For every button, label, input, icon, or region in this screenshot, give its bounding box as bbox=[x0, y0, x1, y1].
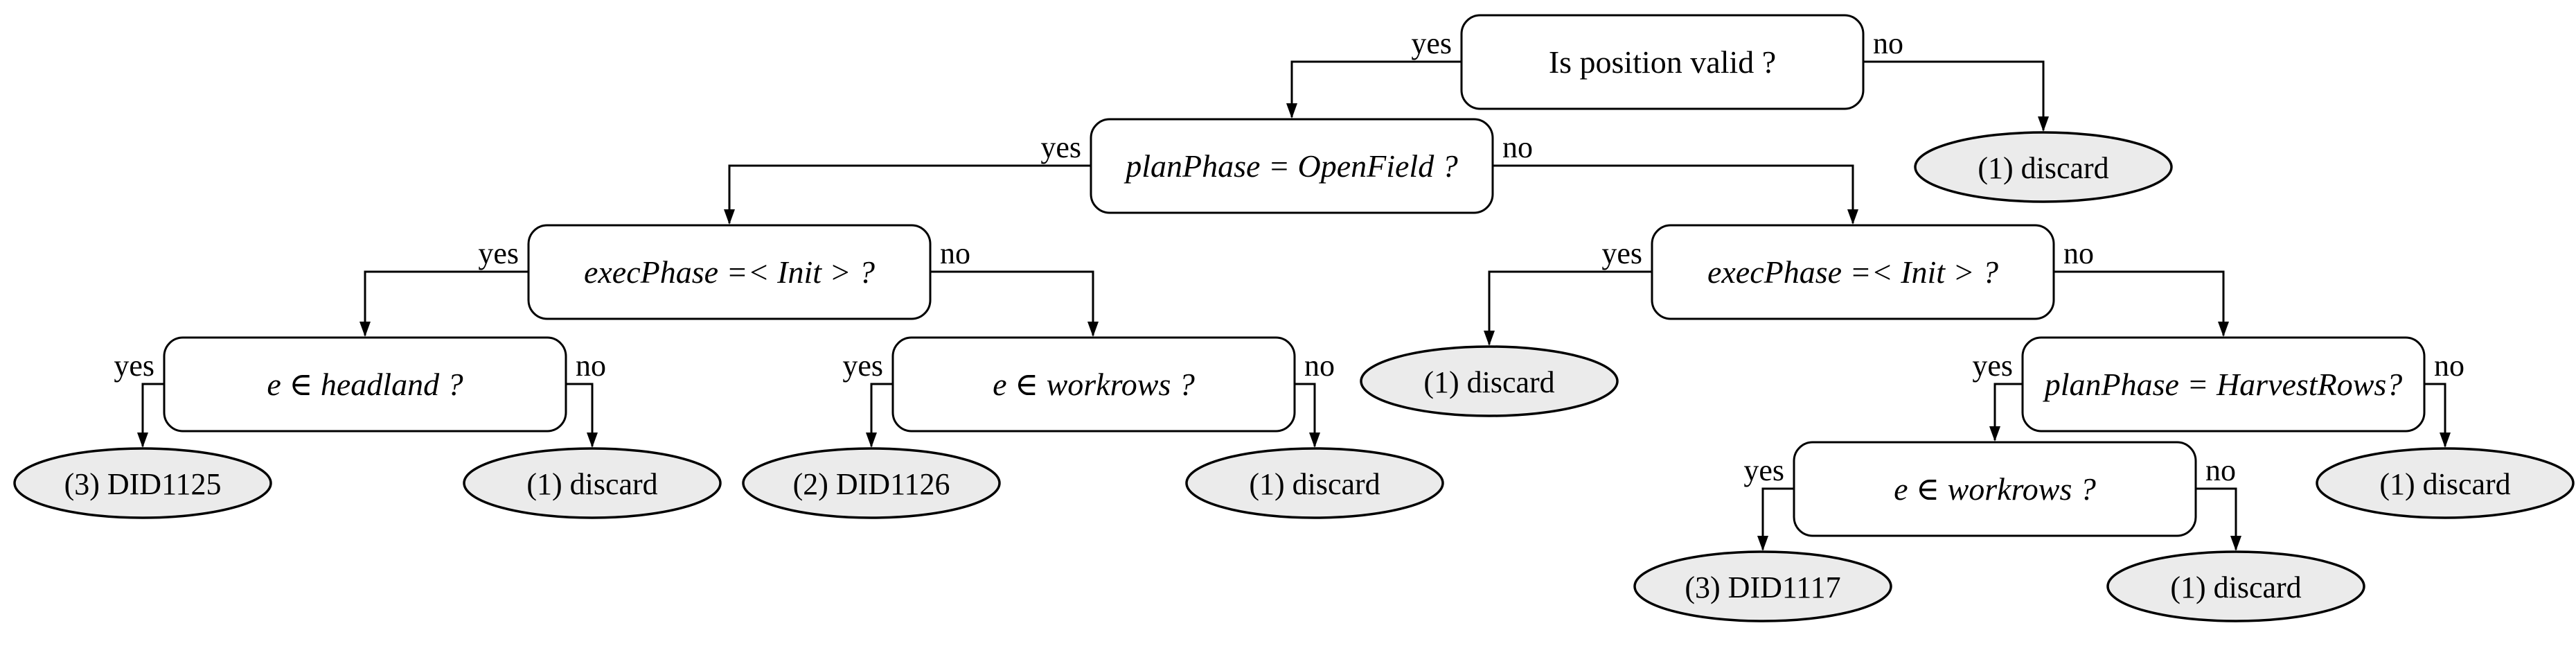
leaf-ellipse bbox=[1360, 345, 1619, 417]
edge-root-yes bbox=[1286, 60, 1462, 119]
node-workrows-left: e ∈ workrows ? bbox=[891, 336, 1296, 433]
decision-label: e ∈ workrows ? bbox=[993, 367, 1195, 402]
edge-workrowsright-no bbox=[2196, 487, 2241, 551]
leaf-ellipse bbox=[1914, 131, 2173, 203]
leaf-label: (3) DID1125 bbox=[64, 467, 222, 501]
edge-root-no bbox=[1863, 60, 2049, 132]
edge-openfield-no bbox=[1493, 164, 1858, 225]
decision-box bbox=[163, 336, 567, 433]
decision-box bbox=[1460, 14, 1865, 110]
node-workrows-right: e ∈ workrows ? bbox=[1793, 441, 2197, 537]
node-exec-init-right: execPhase =< Init > ? bbox=[1651, 224, 2055, 320]
decision-label: planPhase = HarvestRows? bbox=[2043, 367, 2403, 402]
leaf-ellipse bbox=[742, 447, 1001, 519]
edge-label-no: no bbox=[1502, 130, 1533, 164]
leaf-label: (1) discard bbox=[2170, 570, 2301, 604]
leaf-ellipse bbox=[2316, 447, 2575, 519]
leaf-ellipse bbox=[13, 447, 272, 519]
leaf-ellipse bbox=[1185, 447, 1444, 519]
decision-label: e ∈ workrows ? bbox=[1894, 471, 2096, 507]
leaf-did1117: (3) DID1117 bbox=[1633, 550, 1892, 622]
node-headland: e ∈ headland ? bbox=[163, 336, 567, 433]
decision-box bbox=[2021, 336, 2426, 433]
edge-execleft-no bbox=[930, 270, 1099, 337]
leaf-label: (1) discard bbox=[1249, 467, 1380, 501]
decision-label: e ∈ headland ? bbox=[267, 367, 463, 402]
decision-box bbox=[1651, 224, 2055, 320]
edge-label-yes: yes bbox=[114, 349, 154, 383]
leaf-ellipse bbox=[2106, 550, 2365, 622]
leaf-label: (3) DID1117 bbox=[1685, 570, 1840, 604]
node-root: Is position valid ? bbox=[1460, 14, 1865, 110]
decision-label: execPhase =< Init > ? bbox=[1707, 254, 1998, 290]
edge-headland-no bbox=[566, 383, 598, 448]
node-plan-harvest-rows: planPhase = HarvestRows? bbox=[2021, 336, 2426, 433]
leaf-label: (1) discard bbox=[1978, 151, 2108, 185]
node-plan-open-field: planPhase = OpenField ? bbox=[1090, 118, 1494, 214]
edge-label-no: no bbox=[1873, 26, 1903, 60]
leaf-discard-workrows-right-no: (1) discard bbox=[2106, 550, 2365, 622]
edge-harvest-yes bbox=[1989, 383, 2023, 442]
edge-label-no: no bbox=[940, 236, 970, 270]
edge-execright-no bbox=[2054, 270, 2229, 337]
leaf-discard-headland-no: (1) discard bbox=[463, 447, 722, 519]
edge-label-yes: yes bbox=[842, 349, 883, 383]
leaf-discard-root-no: (1) discard bbox=[1914, 131, 2173, 203]
node-exec-init-left: execPhase =< Init > ? bbox=[527, 224, 932, 320]
decision-label: planPhase = OpenField ? bbox=[1123, 148, 1457, 184]
leaf-did1125: (3) DID1125 bbox=[13, 447, 272, 519]
edge-execright-yes bbox=[1484, 270, 1652, 346]
edge-label-yes: yes bbox=[1743, 453, 1784, 487]
edge-workrowsleft-yes bbox=[866, 383, 893, 448]
edge-harvest-no bbox=[2424, 383, 2451, 448]
decision-box bbox=[891, 336, 1296, 433]
edge-label-no: no bbox=[1304, 349, 1335, 383]
edge-label-yes: yes bbox=[1601, 236, 1642, 270]
leaf-label: (1) discard bbox=[1423, 365, 1554, 399]
leaf-label: (1) discard bbox=[526, 467, 657, 501]
decision-box bbox=[1793, 441, 2197, 537]
edges: yes no yes no yes no yes no yes no yes bbox=[114, 26, 2464, 551]
edge-label-no: no bbox=[2434, 349, 2464, 383]
edge-workrowsleft-no bbox=[1295, 383, 1320, 448]
leaf-discard-harvest-no: (1) discard bbox=[2316, 447, 2575, 519]
leaf-ellipse bbox=[463, 447, 722, 519]
decision-box bbox=[1090, 118, 1494, 214]
edge-label-yes: yes bbox=[478, 236, 519, 270]
edge-label-yes: yes bbox=[1411, 26, 1452, 60]
edge-label-yes: yes bbox=[1040, 130, 1081, 164]
edge-label-no: no bbox=[2063, 236, 2094, 270]
leaf-discard-workrows-left-no: (1) discard bbox=[1185, 447, 1444, 519]
leaf-discard-exec-right-yes: (1) discard bbox=[1360, 345, 1619, 417]
leaf-did1126: (2) DID1126 bbox=[742, 447, 1001, 519]
edge-execleft-yes bbox=[359, 270, 528, 337]
decision-label: Is position valid ? bbox=[1549, 44, 1776, 80]
leaf-label: (1) discard bbox=[2379, 467, 2510, 501]
edge-headland-yes bbox=[137, 383, 164, 448]
decision-label: execPhase =< Init > ? bbox=[584, 254, 875, 290]
edge-label-yes: yes bbox=[1972, 349, 2013, 383]
leaf-label: (2) DID1126 bbox=[793, 467, 950, 501]
leaf-ellipse bbox=[1633, 550, 1892, 622]
edge-label-no: no bbox=[2205, 453, 2236, 487]
edge-openfield-yes bbox=[724, 164, 1091, 225]
edge-label-no: no bbox=[576, 349, 606, 383]
edge-workrowsright-yes bbox=[1757, 487, 1794, 551]
decision-box bbox=[527, 224, 932, 320]
